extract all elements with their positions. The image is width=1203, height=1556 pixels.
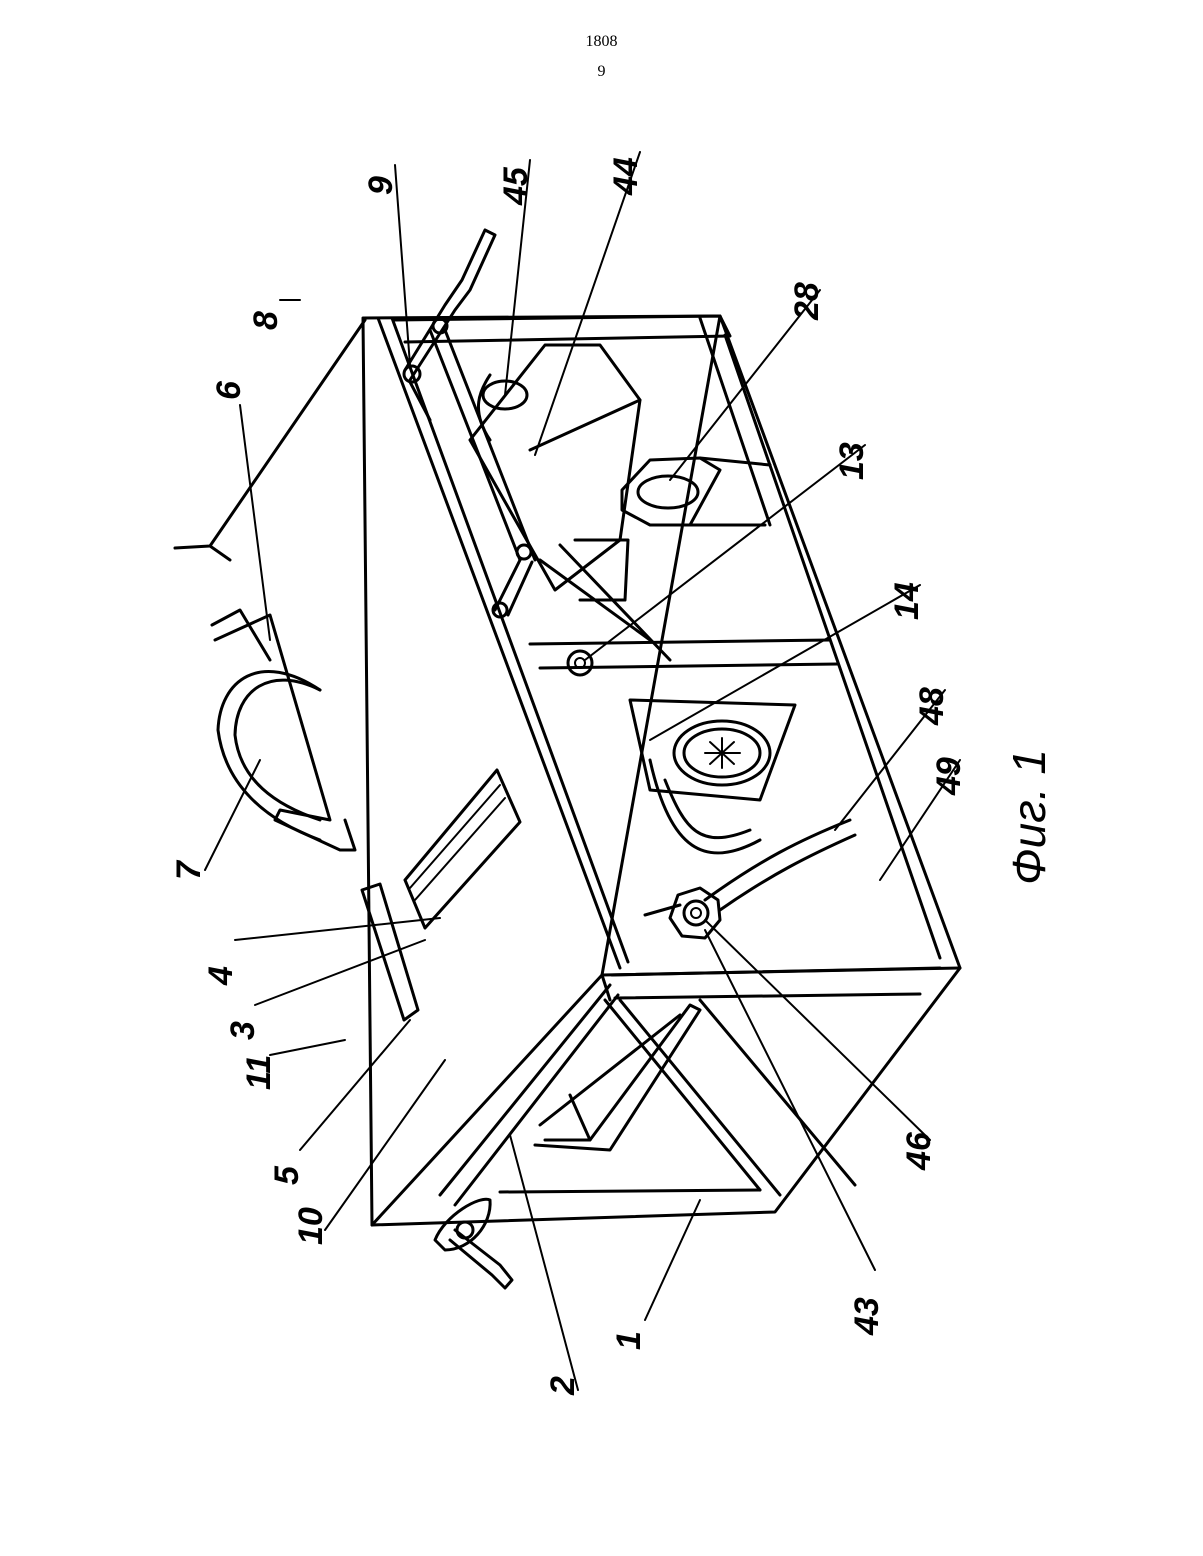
figure-caption: Фиг. 1 [1003, 749, 1055, 885]
label-46: 46 [900, 1131, 938, 1171]
reference-labels: 9 45 44 8 6 28 13 14 48 49 7 4 3 11 5 10… [170, 157, 1055, 1396]
label-6: 6 [210, 380, 248, 400]
label-5: 5 [268, 1165, 306, 1185]
label-48: 48 [913, 687, 951, 726]
label-3: 3 [224, 1021, 262, 1040]
lower-rack [535, 1005, 700, 1150]
label-2: 2 [544, 1376, 582, 1396]
label-10: 10 [292, 1207, 330, 1245]
label-28: 28 [788, 282, 826, 321]
label-13: 13 [833, 442, 871, 480]
label-14: 14 [888, 582, 926, 620]
lift-lever [404, 230, 535, 617]
bracket-6 [175, 320, 365, 560]
label-11: 11 [240, 1055, 278, 1090]
label-8: 8 [247, 311, 285, 330]
fence-guide [362, 770, 520, 1020]
label-43: 43 [848, 1297, 886, 1336]
front-clamp [435, 1199, 512, 1288]
label-7: 7 [170, 859, 208, 880]
label-45: 45 [497, 166, 535, 206]
label-9: 9 [362, 176, 400, 195]
label-44: 44 [607, 157, 645, 196]
label-49: 49 [930, 757, 968, 796]
label-1: 1 [610, 1331, 648, 1350]
label-4: 4 [202, 966, 240, 986]
